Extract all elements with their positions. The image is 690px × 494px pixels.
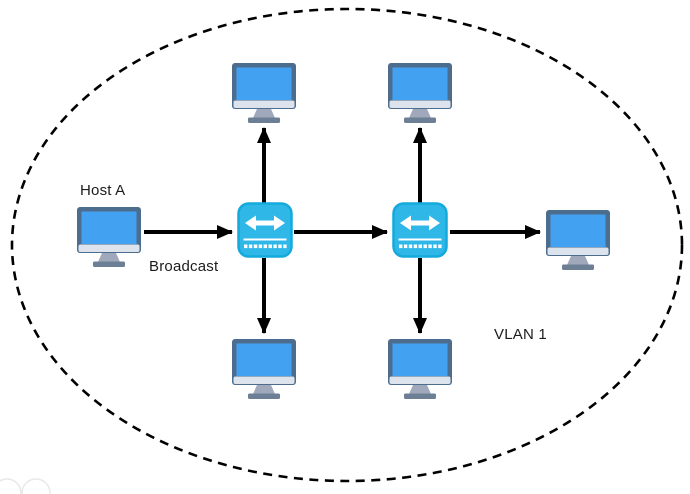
monitor-top-left [232,63,296,123]
host-a-label: Host A [80,182,126,199]
faint-corner-circle-2 [21,478,51,494]
switch-2-icon [394,204,447,257]
monitor-top-right [388,63,452,123]
broadcast-domain-boundary-ellipse [10,7,684,483]
monitor-right [546,210,610,270]
monitor-host-a [77,207,141,267]
vlan-1-label: VLAN 1 [494,326,547,343]
monitor-bottom-right [388,339,452,399]
broadcast-label: Broadcast [149,258,219,275]
faint-corner-circle-1 [0,478,22,494]
monitor-bottom-left [232,339,296,399]
switch-1-icon [239,204,292,257]
